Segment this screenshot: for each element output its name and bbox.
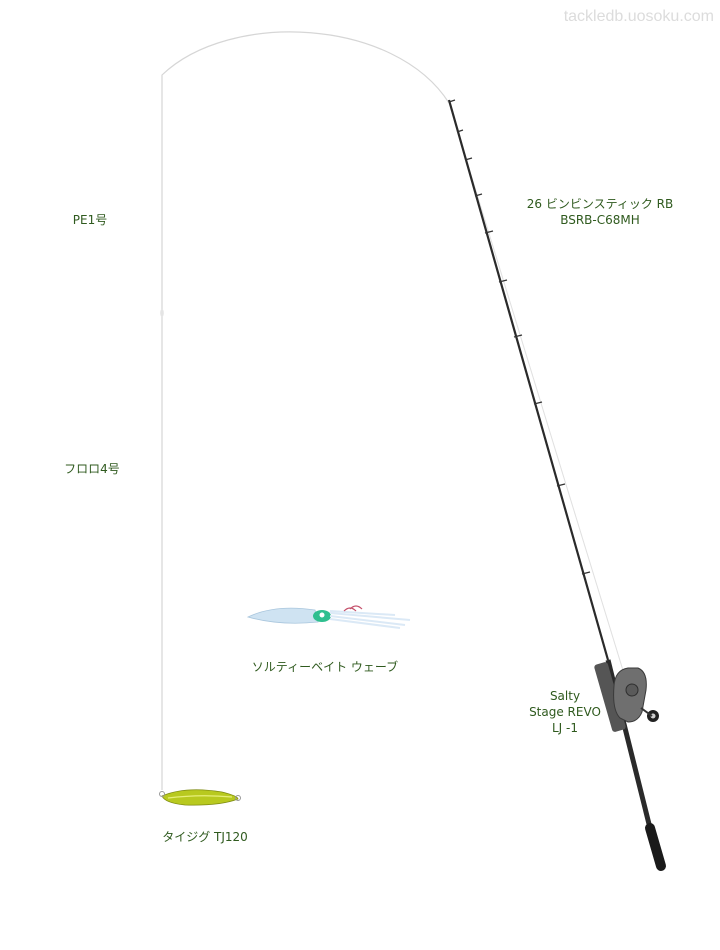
reel-label: Salty Stage REVO LJ -1 [520, 688, 610, 736]
rod-label: 26 ビンビンスティック RB BSRB-C68MH [520, 196, 680, 228]
main-line-label: PE1号 [72, 213, 108, 227]
jig-label: タイジグ TJ120 [162, 830, 248, 844]
rod-label-line1: 26 ビンビンスティック RB [526, 197, 674, 211]
jig-icon [159, 789, 241, 806]
squid-lure-icon [246, 605, 411, 629]
rod-label-line2: BSRB-C68MH [560, 213, 640, 227]
reel-label-line2: Stage REVO [529, 705, 601, 719]
line-knot [160, 309, 164, 317]
reel-label-line1: Salty [549, 689, 581, 703]
reel-icon [594, 662, 659, 732]
fishing-line [161, 31, 450, 790]
leader-label: フロロ4号 [64, 462, 120, 476]
watermark: tackledb.uosoku.com [563, 8, 714, 25]
reel-label-line3: LJ -1 [551, 721, 578, 735]
squid-lure-label: ソルティーベイト ウェーブ [251, 660, 399, 674]
rod-line [448, 102, 630, 691]
